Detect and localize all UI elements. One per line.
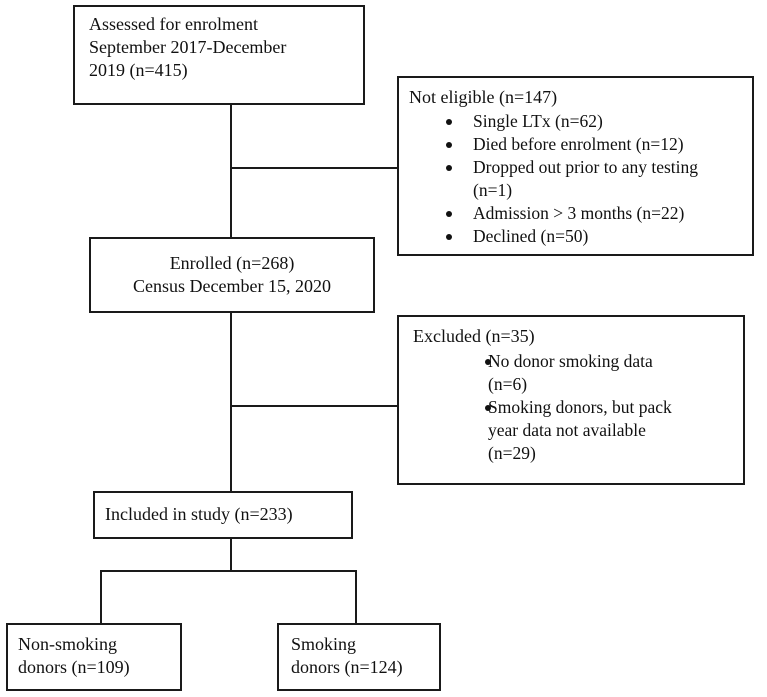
non-smoking-line-1: Non-smoking [18,634,117,654]
connector-to-not-eligible [230,167,398,169]
non-smoking-line-2: donors (n=109) [18,657,130,677]
not-eligible-box: Not eligible (n=147) Single LTx (n=62) D… [397,76,754,256]
bullet-icon [446,234,452,240]
included-label: Included in study (n=233) [105,504,293,524]
enrolled-line-1: Enrolled (n=268) [169,253,295,273]
connector-split-horizontal [100,570,356,572]
connector-main-vertical-2 [230,312,232,492]
not-eligible-item-declined: Declined (n=50) [409,225,742,248]
enrolled-line-2: Census December 15, 2020 [133,276,331,296]
connector-main-vertical-1 [230,104,232,238]
excluded-item-pack-year-count: (n=29) [488,443,536,463]
enrolled-box: Enrolled (n=268) Census December 15, 202… [89,237,375,313]
excluded-item-pack-year: Smoking donors, but pack [413,396,729,419]
bullet-icon [446,142,452,148]
not-eligible-item-dropped-out-count: (n=1) [473,180,513,200]
bullet-icon [485,359,491,365]
not-eligible-item-single-ltx: Single LTx (n=62) [409,110,742,133]
not-eligible-item-admission: Admission > 3 months (n=22) [409,202,742,225]
bullet-icon [446,211,452,217]
excluded-item-no-data: No donor smoking data [413,350,729,373]
non-smoking-box: Non-smoking donors (n=109) [6,623,182,691]
assessed-line-2: September 2017-December [89,37,287,57]
excluded-item-pack-year-line-2: year data not available [488,420,646,440]
assessed-line-3: 2019 (n=415) [89,60,188,80]
connector-to-smoking [355,570,357,624]
bullet-icon [446,165,452,171]
smoking-box: Smoking donors (n=124) [277,623,441,691]
bullet-icon [446,119,452,125]
not-eligible-title: Not eligible (n=147) [409,87,558,107]
not-eligible-item-dropped-out: Dropped out prior to any testing [409,156,742,179]
assessed-box: Assessed for enrolment September 2017-De… [73,5,365,105]
excluded-box: Excluded (n=35) No donor smoking data (n… [397,315,745,485]
bullet-icon [485,405,491,411]
connector-to-excluded [230,405,398,407]
included-box: Included in study (n=233) [93,491,353,539]
excluded-item-no-data-count: (n=6) [488,374,528,394]
not-eligible-item-died: Died before enrolment (n=12) [409,133,742,156]
connector-to-non-smoking [100,570,102,624]
excluded-title: Excluded (n=35) [413,326,535,346]
smoking-line-2: donors (n=124) [291,657,403,677]
smoking-line-1: Smoking [291,634,357,654]
connector-main-vertical-3 [230,538,232,570]
assessed-line-1: Assessed for enrolment [89,14,258,34]
